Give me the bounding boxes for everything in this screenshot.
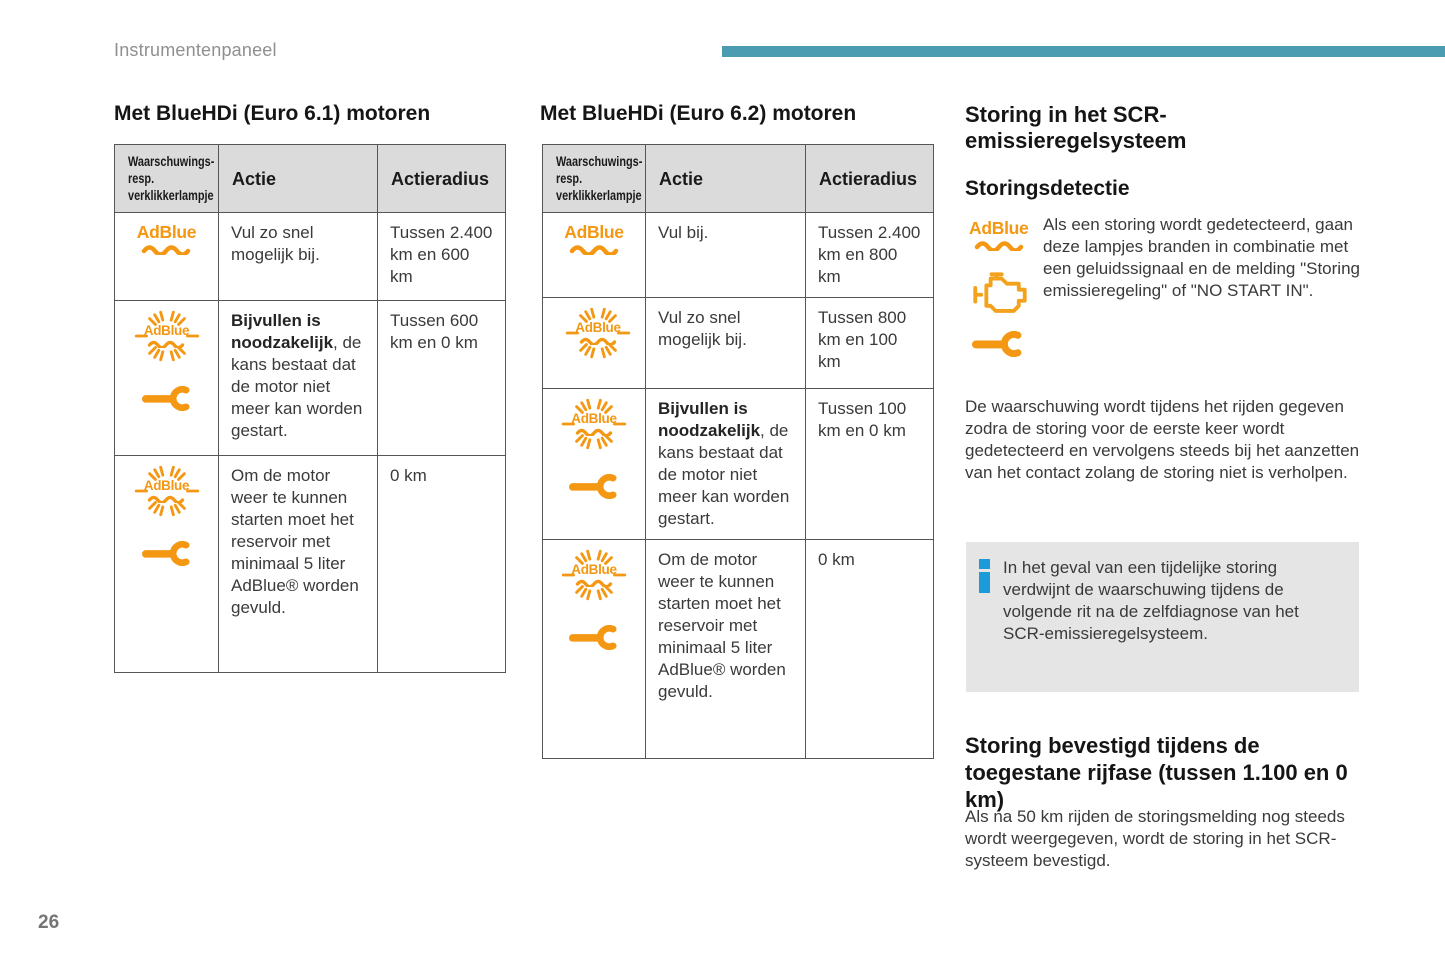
page-number: 26 xyxy=(38,912,60,933)
table-row: AdBlue Vul zo snel mogelijk bij. Tussen … xyxy=(542,297,934,389)
action-cell: Vul bij. xyxy=(645,212,806,298)
lamp-cell: AdBlue xyxy=(114,300,219,456)
euro61-table: Waarschuwings- resp. verklikkerlampje Ac… xyxy=(114,144,506,673)
fault-confirmed-title: Storing bevestigd tijdens de toegestane … xyxy=(965,733,1348,813)
adblue-blinking-lamp-icon: AdBlue xyxy=(124,310,210,362)
table-row: AdBlue Om de motor weer te kunnen starte… xyxy=(114,455,506,673)
fault-detection-subtitle: Storingsdetectie xyxy=(965,177,1130,200)
adblue-blinking-lamp-icon: AdBlue xyxy=(551,549,637,601)
adblue-warning-lamp-icon: AdBlue xyxy=(969,219,1029,251)
adblue-warning-lamp-icon: AdBlue xyxy=(564,223,624,255)
column-header-action: Actie xyxy=(218,144,378,213)
radius-cell: 0 km xyxy=(377,455,506,673)
radius-cell: Tussen 2.400 km en 800 km xyxy=(805,212,934,298)
info-icon xyxy=(979,557,1003,692)
action-cell: Bijvullen is noodzakelijk, de kans besta… xyxy=(218,300,378,456)
chapter-header: Instrumentenpaneel xyxy=(114,40,277,60)
wrench-service-icon xyxy=(140,541,194,566)
engine-malfunction-icon xyxy=(973,271,1027,313)
lamp-cell: AdBlue xyxy=(542,297,646,389)
fault-detection-block: AdBlue Als een storing wordt gedetecteer… xyxy=(965,212,1361,357)
adblue-blinking-lamp-icon: AdBlue xyxy=(124,465,210,517)
radius-cell: Tussen 600 km en 0 km xyxy=(377,300,506,456)
adblue-blinking-lamp-icon: AdBlue xyxy=(555,307,641,359)
column-header-radius: Actieradius xyxy=(805,144,934,213)
euro61-section-title: Met BlueHDi (Euro 6.1) motoren xyxy=(114,102,431,126)
action-cell: Om de motor weer te kunnen starten moet … xyxy=(218,455,378,673)
lamp-cell: AdBlue xyxy=(542,539,646,759)
column-header-lamp: Waarschuwings- resp. verklikkerlampje xyxy=(542,144,646,213)
info-note-box: In het geval van een tijdelijke storing … xyxy=(966,542,1359,692)
wrench-service-icon xyxy=(140,386,194,411)
wrench-service-icon xyxy=(567,625,621,650)
lamp-cell: AdBlue xyxy=(542,212,646,298)
euro62-section-title: Met BlueHDi (Euro 6.2) motoren xyxy=(540,102,857,126)
lamp-cell: AdBlue xyxy=(542,388,646,540)
table-row: AdBlue Vul bij. Tussen 2.400 km en 800 k… xyxy=(542,212,934,298)
accent-bar xyxy=(722,46,1445,57)
wrench-service-icon xyxy=(970,331,1026,357)
table-header-row: Waarschuwings- resp. verklikkerlampje Ac… xyxy=(542,144,934,213)
action-cell: Om de motor weer te kunnen starten moet … xyxy=(645,539,806,759)
radius-cell: Tussen 800 km en 100 km xyxy=(805,297,934,389)
table-row: AdBlue Vul zo snel mogelijk bij. Tussen … xyxy=(114,212,506,301)
fault-detection-text: Als een storing wordt gedetecteerd, gaan… xyxy=(1043,215,1360,300)
action-cell: Bijvullen is noodzakelijk, de kans besta… xyxy=(645,388,806,540)
adblue-blinking-lamp-icon: AdBlue xyxy=(551,398,637,450)
fault-confirmed-text: Als na 50 km rijden de storingsmelding n… xyxy=(965,807,1345,870)
fault-warning-text: De waarschuwing wordt tijdens het rijden… xyxy=(965,397,1360,482)
table-header-row: Waarschuwings- resp. verklikkerlampje Ac… xyxy=(114,144,506,213)
radius-cell: Tussen 100 km en 0 km xyxy=(805,388,934,540)
adblue-warning-lamp-icon: AdBlue xyxy=(137,223,197,255)
action-cell: Vul zo snel mogelijk bij. xyxy=(645,297,806,389)
action-cell: Vul zo snel mogelijk bij. xyxy=(218,212,378,301)
table-row: AdBlue Bijvullen is noodzakelijk, de kan… xyxy=(114,300,506,456)
table-row: AdBlue Om de motor weer te kunnen starte… xyxy=(542,539,934,759)
lamp-cell: AdBlue xyxy=(114,455,219,673)
info-note-text: In het geval van een tijdelijke storing … xyxy=(1003,558,1299,643)
fault-lamp-icons: AdBlue xyxy=(965,212,1043,357)
scr-fault-title: Storing in het SCR-emissieregelsysteem xyxy=(965,102,1187,154)
column-header-lamp: Waarschuwings- resp. verklikkerlampje xyxy=(114,144,219,213)
wrench-service-icon xyxy=(567,474,621,499)
lamp-cell: AdBlue xyxy=(114,212,219,301)
radius-cell: Tussen 2.400 km en 600 km xyxy=(377,212,506,301)
column-header-radius: Actieradius xyxy=(377,144,506,213)
euro62-table: Waarschuwings- resp. verklikkerlampje Ac… xyxy=(542,144,934,759)
column-header-action: Actie xyxy=(645,144,806,213)
table-row: AdBlue Bijvullen is noodzakelijk, de kan… xyxy=(542,388,934,540)
scr-fault-section: Storing in het SCR-emissieregelsysteem S… xyxy=(965,84,1361,884)
radius-cell: 0 km xyxy=(805,539,934,759)
